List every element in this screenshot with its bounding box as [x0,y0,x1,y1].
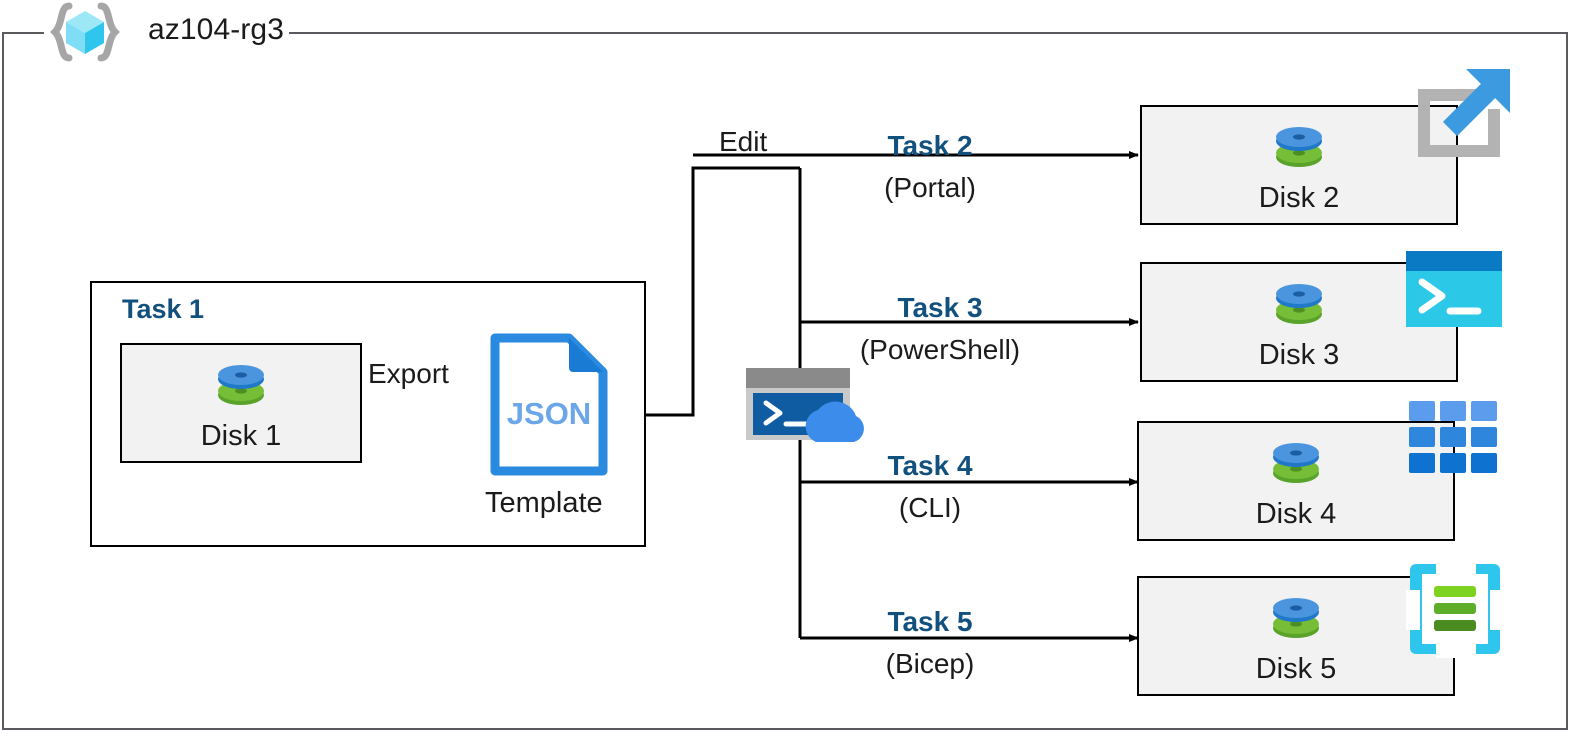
azure-portal-icon [1406,57,1516,167]
powershell-icon [1406,251,1502,327]
cloud-shell-icon [744,366,866,444]
disk3-box[interactable]: Disk 3 [1140,262,1458,382]
resource-group-cube-icon [47,2,123,62]
task4-name: Task 4 [887,450,973,481]
resource-group-frame [2,32,1568,730]
task4-method: (CLI) [898,492,962,523]
disk2-box[interactable]: Disk 2 [1140,105,1458,225]
disk1-box[interactable]: Disk 1 [120,343,362,463]
export-label: Export [368,358,449,389]
managed-disk-icon [1265,435,1327,497]
disk1-label: Disk 1 [200,420,282,452]
azure-cli-grid-icon [1409,401,1497,473]
managed-disk-icon [1265,590,1327,652]
managed-disk-icon [1268,276,1330,338]
disk3-label: Disk 3 [1258,339,1340,371]
task1-title: Task 1 [122,294,205,324]
resource-group-name: az104-rg3 [148,13,284,46]
task3-method: (PowerShell) [859,334,1021,365]
managed-disk-icon [210,357,272,419]
task3-name: Task 3 [897,292,983,323]
task5-method: (Bicep) [885,648,975,679]
task2-method: (Portal) [884,172,976,203]
disk4-box[interactable]: Disk 4 [1137,421,1455,541]
disk5-box[interactable]: Disk 5 [1137,576,1455,696]
managed-disk-icon [1268,119,1330,181]
task2-name: Task 2 [887,130,973,161]
bicep-icon [1406,560,1504,658]
disk4-label: Disk 4 [1255,498,1337,530]
edit-label: Edit [719,126,768,157]
disk2-label: Disk 2 [1258,182,1340,214]
template-label: Template [485,487,603,519]
json-file-icon: JSON [489,332,609,477]
task5-name: Task 5 [887,606,973,637]
disk5-label: Disk 5 [1255,653,1337,685]
resource-group-label-notch [44,24,289,42]
svg-text:JSON: JSON [507,396,591,431]
